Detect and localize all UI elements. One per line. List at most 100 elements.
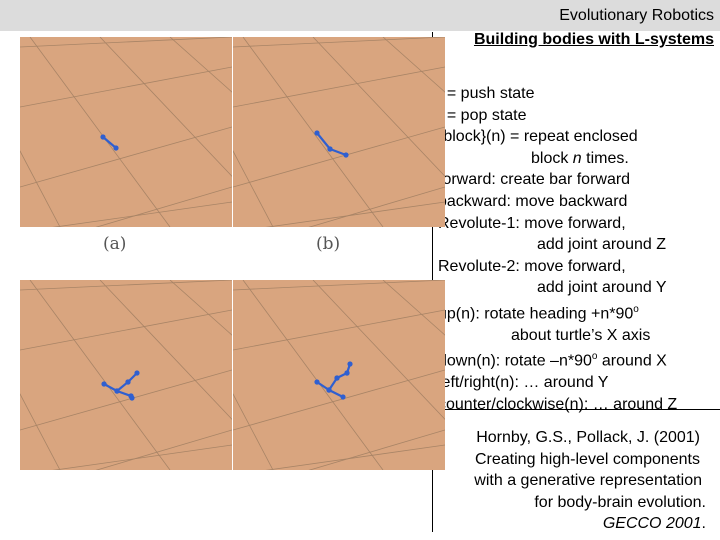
grid-line: [233, 126, 445, 188]
panel-c-floor: [20, 280, 232, 470]
robot-bar: [315, 131, 332, 151]
grid-line: [265, 201, 445, 227]
note-forward: forward: create bar forward: [438, 171, 631, 189]
grid-line: [233, 369, 445, 431]
grid-line: [20, 126, 232, 188]
grid-line: [312, 37, 445, 177]
robot-joint: [314, 130, 320, 136]
grid-d: [233, 280, 445, 470]
note-italic-n: n: [572, 149, 582, 167]
note-repeat: {block}(n) = repeat enclosed: [438, 128, 638, 146]
grid-line: [312, 280, 445, 420]
grid-line: [242, 280, 384, 470]
robot-bar: [327, 388, 345, 399]
note-up-cont: about turtle’s X axis: [511, 326, 651, 344]
grid-line: [308, 186, 445, 227]
grid-line: [29, 280, 171, 470]
robot-joint: [114, 388, 120, 394]
grid-line: [52, 201, 232, 227]
grid-b: [233, 37, 445, 227]
note-down-degree: o: [591, 351, 598, 363]
slide-header-title: Evolutionary Robotics: [559, 7, 714, 24]
note-revolute2-cont: add joint around Y: [537, 279, 667, 297]
caption-b: (b): [316, 234, 341, 254]
grid-line: [265, 444, 445, 470]
robot-joint: [113, 145, 119, 151]
robot-joint: [347, 361, 353, 367]
robot-joint: [134, 370, 140, 376]
robot-joint: [327, 146, 333, 152]
grid-line: [95, 429, 232, 470]
robot-bar: [328, 147, 348, 157]
robot-joint: [125, 379, 131, 385]
slide-title: Building bodies with L-systems: [473, 31, 714, 48]
citation-title-2: with a generative representation: [474, 472, 702, 490]
note-down-axis: around X: [601, 352, 667, 370]
robot-joint: [314, 379, 320, 385]
grid-line: [20, 66, 232, 108]
grid-a: [20, 37, 232, 227]
note-revolute2: Revolute-2: move forward,: [438, 257, 626, 275]
note-repeat-cont: block n times.: [438, 148, 718, 170]
caption-a: (a): [103, 234, 127, 254]
l-system-commands: [ = push state ] = pop state {block}(n) …: [438, 83, 718, 416]
note-clockwise: counter/clockwise(n): … around Z: [438, 395, 678, 413]
grid-line: [233, 393, 274, 470]
header-bar: [0, 0, 720, 31]
simulation-figure: (a) (b): [0, 32, 445, 510]
floor-a: [20, 37, 232, 227]
robot-d-icon: [314, 361, 353, 400]
robot-joint: [343, 152, 349, 158]
robot-a-icon: [100, 134, 119, 151]
reference-divider: [432, 409, 720, 410]
grid-line: [233, 280, 445, 291]
grid-line: [20, 37, 232, 48]
robot-joint: [129, 395, 135, 401]
grid-line: [169, 280, 232, 336]
grid-line: [20, 280, 232, 291]
note-up-degree: o: [633, 303, 639, 315]
note-down: down(n): rotate –n*90o around X: [438, 346, 718, 372]
grid-line: [20, 393, 61, 470]
robot-c-icon: [101, 370, 140, 401]
citation-authors: Hornby, G.S., Pollack, J. (2001): [476, 429, 700, 446]
robot-joint: [340, 394, 346, 400]
floor-c: [20, 280, 232, 470]
citation-venue-period: .: [701, 515, 706, 533]
grid-line: [99, 37, 232, 177]
grid-line: [233, 309, 445, 351]
grid-line: [308, 429, 445, 470]
robot-joint: [326, 387, 332, 393]
floor-d: [233, 280, 445, 470]
robot-joint: [334, 375, 340, 381]
grid-line: [99, 280, 232, 420]
grid-line: [233, 37, 445, 48]
grid-line: [29, 37, 171, 227]
robot-joint: [344, 370, 350, 376]
floor-b: [233, 37, 445, 227]
panel-d-floor: [233, 280, 445, 470]
grid-line: [242, 37, 384, 227]
grid-line: [95, 186, 232, 227]
note-revolute1-cont: add joint around Z: [537, 236, 666, 254]
grid-line: [20, 309, 232, 351]
citation: Hornby, G.S., Pollack, J. (2001) Creatin…: [426, 427, 706, 535]
robot-b-icon: [314, 130, 349, 158]
grid-line: [233, 150, 274, 227]
citation-venue: GECCO 2001.: [426, 513, 706, 535]
note-leftright: left/right(n): … around Y: [438, 374, 609, 392]
citation-title-3: for body-brain evolution.: [534, 493, 706, 511]
note-pop: ] = pop state: [438, 106, 527, 124]
grid-line: [52, 444, 232, 470]
note-down-text: down(n): rotate –n*90: [438, 352, 592, 370]
grid-line: [382, 280, 445, 336]
grid-c: [20, 280, 232, 470]
note-repeat-cont-post: times.: [581, 149, 629, 167]
note-up: up(n): rotate heading +n*90o: [438, 299, 718, 325]
citation-title-1: Creating high-level components: [474, 450, 700, 468]
robot-joint: [101, 381, 107, 387]
note-backward: backward: move backward: [438, 192, 628, 210]
note-push: [ = push state: [438, 85, 535, 102]
note-up-text: up(n): rotate heading +n*90: [438, 305, 634, 323]
note-repeat-cont-pre: block: [531, 149, 573, 167]
